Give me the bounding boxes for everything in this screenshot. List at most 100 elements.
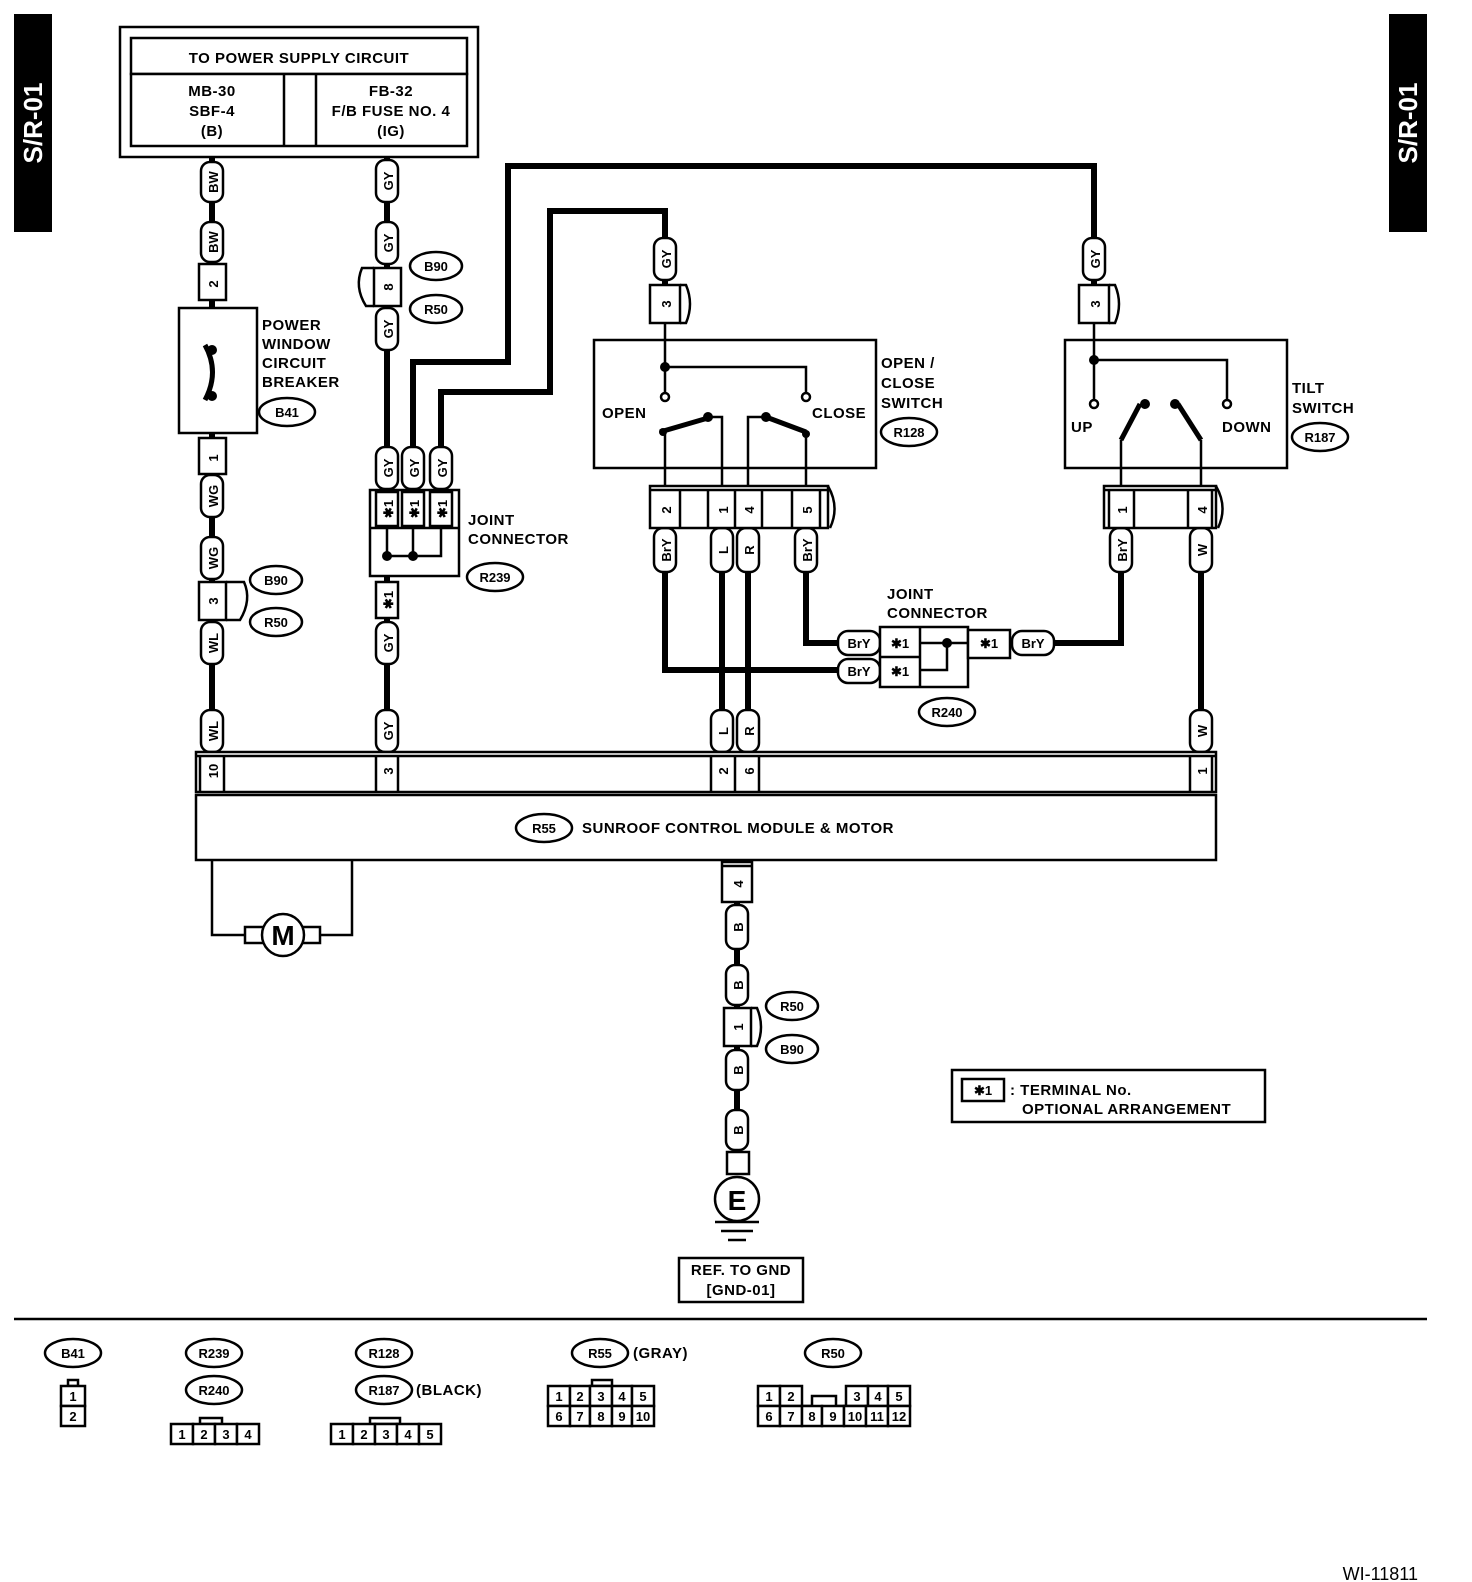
label-connectors-star: ✱1	[980, 636, 998, 651]
label-wires-gy: GY	[1088, 249, 1103, 268]
plug-b-3: B	[724, 1048, 750, 1092]
power-supply-right-1: FB-32	[369, 83, 413, 100]
power-supply-right-3: (IG)	[377, 123, 405, 140]
label-wires-l: L	[716, 727, 731, 735]
label-connectors-star: ✱1	[891, 636, 909, 651]
label-connector_views-r50_row1b-0: 3	[853, 1389, 860, 1404]
label-wires-bry: BrY	[847, 636, 870, 651]
label-connector_views-r55_row1-1: 2	[576, 1389, 583, 1404]
joint1-label-2: CONNECTOR	[468, 531, 569, 548]
circuit-breaker: 2 1 POWER WINDOW CIRCUIT BREAKER B41	[177, 262, 339, 476]
inline-connector-gy: 8 B90 R50	[357, 250, 464, 325]
label-open_close-pins-0: 2	[659, 506, 674, 513]
label-connector_views-r50_row1a-0: 1	[765, 1389, 772, 1404]
label-connector_views-r240: R240	[198, 1383, 229, 1398]
joint-connector-r240: BrY BrY ✱1 ✱1 ✱1 BrY JOINT CONNECTOR R24…	[836, 586, 1056, 728]
power-supply-left-3: (B)	[201, 123, 223, 140]
label-connectors-pin1: 1	[731, 1023, 746, 1030]
label-wires-w: W	[1195, 543, 1210, 556]
plug-r-2: R	[735, 708, 761, 754]
label-connector_views-r50_row2-5: 11	[870, 1409, 884, 1424]
plug-bry-1: BrY	[652, 526, 678, 574]
plug-b-4: B	[724, 1108, 750, 1152]
label-connectors-star: ✱1	[435, 500, 450, 518]
open-close-ref: R128	[893, 425, 924, 440]
sunroof-module: 10 3 2 6 1 R55 SUNROOF CONTROL MODULE & …	[194, 750, 1218, 958]
label-connector_views-r50_row1b-2: 5	[895, 1389, 902, 1404]
motor-symbol: M	[271, 920, 294, 951]
plug-gy-9: GY	[652, 236, 678, 282]
label-connector_views-four_pins-1: 2	[200, 1427, 207, 1442]
plug-wg-2: WG	[199, 535, 225, 581]
label-connectors-pin3: 3	[206, 597, 221, 604]
plug-bw-2: BW	[199, 220, 225, 264]
down-label: DOWN	[1222, 419, 1272, 436]
label-wires-gy: GY	[381, 171, 396, 190]
label-open_close-pins-1: 1	[716, 506, 731, 513]
label-connector_views-r187: R187	[368, 1383, 399, 1398]
label-connector_views-r128: R128	[368, 1346, 399, 1361]
joint2-label-1: JOINT	[887, 586, 934, 603]
label-wires-gy: GY	[381, 721, 396, 740]
plug-gy-3: GY	[374, 306, 400, 352]
ground-ref-1: REF. TO GND	[691, 1262, 791, 1279]
label-connector_views-r55_row1-3: 4	[618, 1389, 626, 1404]
power-supply-right-2: F/B FUSE NO. 4	[332, 103, 451, 120]
plug-gy-5: GY	[400, 445, 426, 491]
label-connectors-pin8: 8	[381, 283, 396, 290]
label-connector_views-r50_row1a-1: 2	[787, 1389, 794, 1404]
label-wires-gy: GY	[381, 458, 396, 477]
label-wires-gy: GY	[381, 319, 396, 338]
tilt-ref: R187	[1304, 430, 1335, 445]
label-connector_views-b41_pins-0: 1	[69, 1389, 76, 1404]
label-breaker-pin_out: 1	[206, 454, 221, 461]
plug-gy-10: GY	[1081, 236, 1107, 282]
legend-star: ✱1	[974, 1083, 992, 1098]
label-connector_views-r55_row2-0: 6	[555, 1409, 562, 1424]
plug-gy-8: GY	[374, 708, 400, 754]
plug-bw-1: BW	[199, 160, 225, 204]
label-wires-gy: GY	[381, 633, 396, 652]
side-tab-left-text: S/R-01	[18, 83, 48, 164]
tilt-label-1: TILT	[1292, 380, 1325, 397]
label-wires-gy: GY	[407, 458, 422, 477]
label-connector_views-r50_row2-2: 8	[808, 1409, 815, 1424]
label-module-pins-0: 10	[206, 764, 221, 778]
power-supply-left-2: SBF-4	[189, 103, 235, 120]
label-connector_views-four_pins-2: 3	[222, 1427, 229, 1442]
ground-connector: 1 R50 B90	[722, 990, 820, 1065]
legend-text-1: : TERMINAL No.	[1010, 1082, 1132, 1099]
label-module-pins-1: 3	[381, 767, 396, 774]
label-connectors-star: ✱1	[381, 500, 396, 518]
plug-wl-2: WL	[199, 708, 225, 754]
label-connector_views-r50_row1b-1: 4	[874, 1389, 882, 1404]
breaker-label-2: WINDOW	[262, 336, 331, 353]
label-connector_views-four_pins-3: 4	[244, 1427, 252, 1442]
label-open_close-pins-3: 5	[800, 506, 815, 513]
side-tab-right-text: S/R-01	[1393, 83, 1423, 164]
label-connector_views-five_pins-3: 4	[404, 1427, 412, 1442]
label-connectors-r50: R50	[264, 615, 288, 630]
breaker-label-3: CIRCUIT	[262, 355, 326, 372]
breaker-label-1: POWER	[262, 317, 321, 334]
inline-connector-wg: 3 B90 R50	[197, 564, 304, 638]
plug-wl-1: WL	[199, 620, 225, 666]
joint-connector-r239: ✱1 ✱1 ✱1 ✱1 JOINT CONNECTOR R239	[368, 488, 569, 620]
plug-w-1: W	[1188, 526, 1214, 574]
label-connector_views-r55_row1-2: 3	[597, 1389, 604, 1404]
ground-e: E	[728, 1185, 747, 1216]
plug-b-2: B	[724, 963, 750, 1007]
plug-gy-6: GY	[428, 445, 454, 491]
label-connector_views-r50_row2-4: 10	[848, 1409, 862, 1424]
label-connector_views-b41_pins-1: 2	[69, 1409, 76, 1424]
label-wires-bry: BrY	[847, 664, 870, 679]
label-connector_views-black: (BLACK)	[416, 1382, 482, 1399]
label-connector_views-four_pins-0: 1	[178, 1427, 185, 1442]
open-label: OPEN	[602, 405, 647, 422]
label-connector_views-r50: R50	[821, 1346, 845, 1361]
label-connector_views-r55_row2-4: 10	[636, 1409, 650, 1424]
power-supply-title: TO POWER SUPPLY CIRCUIT	[189, 50, 409, 67]
plug-gy-2: GY	[374, 220, 400, 266]
label-module-pins-4: 1	[1195, 767, 1210, 774]
label-connector_views-r239: R239	[198, 1346, 229, 1361]
